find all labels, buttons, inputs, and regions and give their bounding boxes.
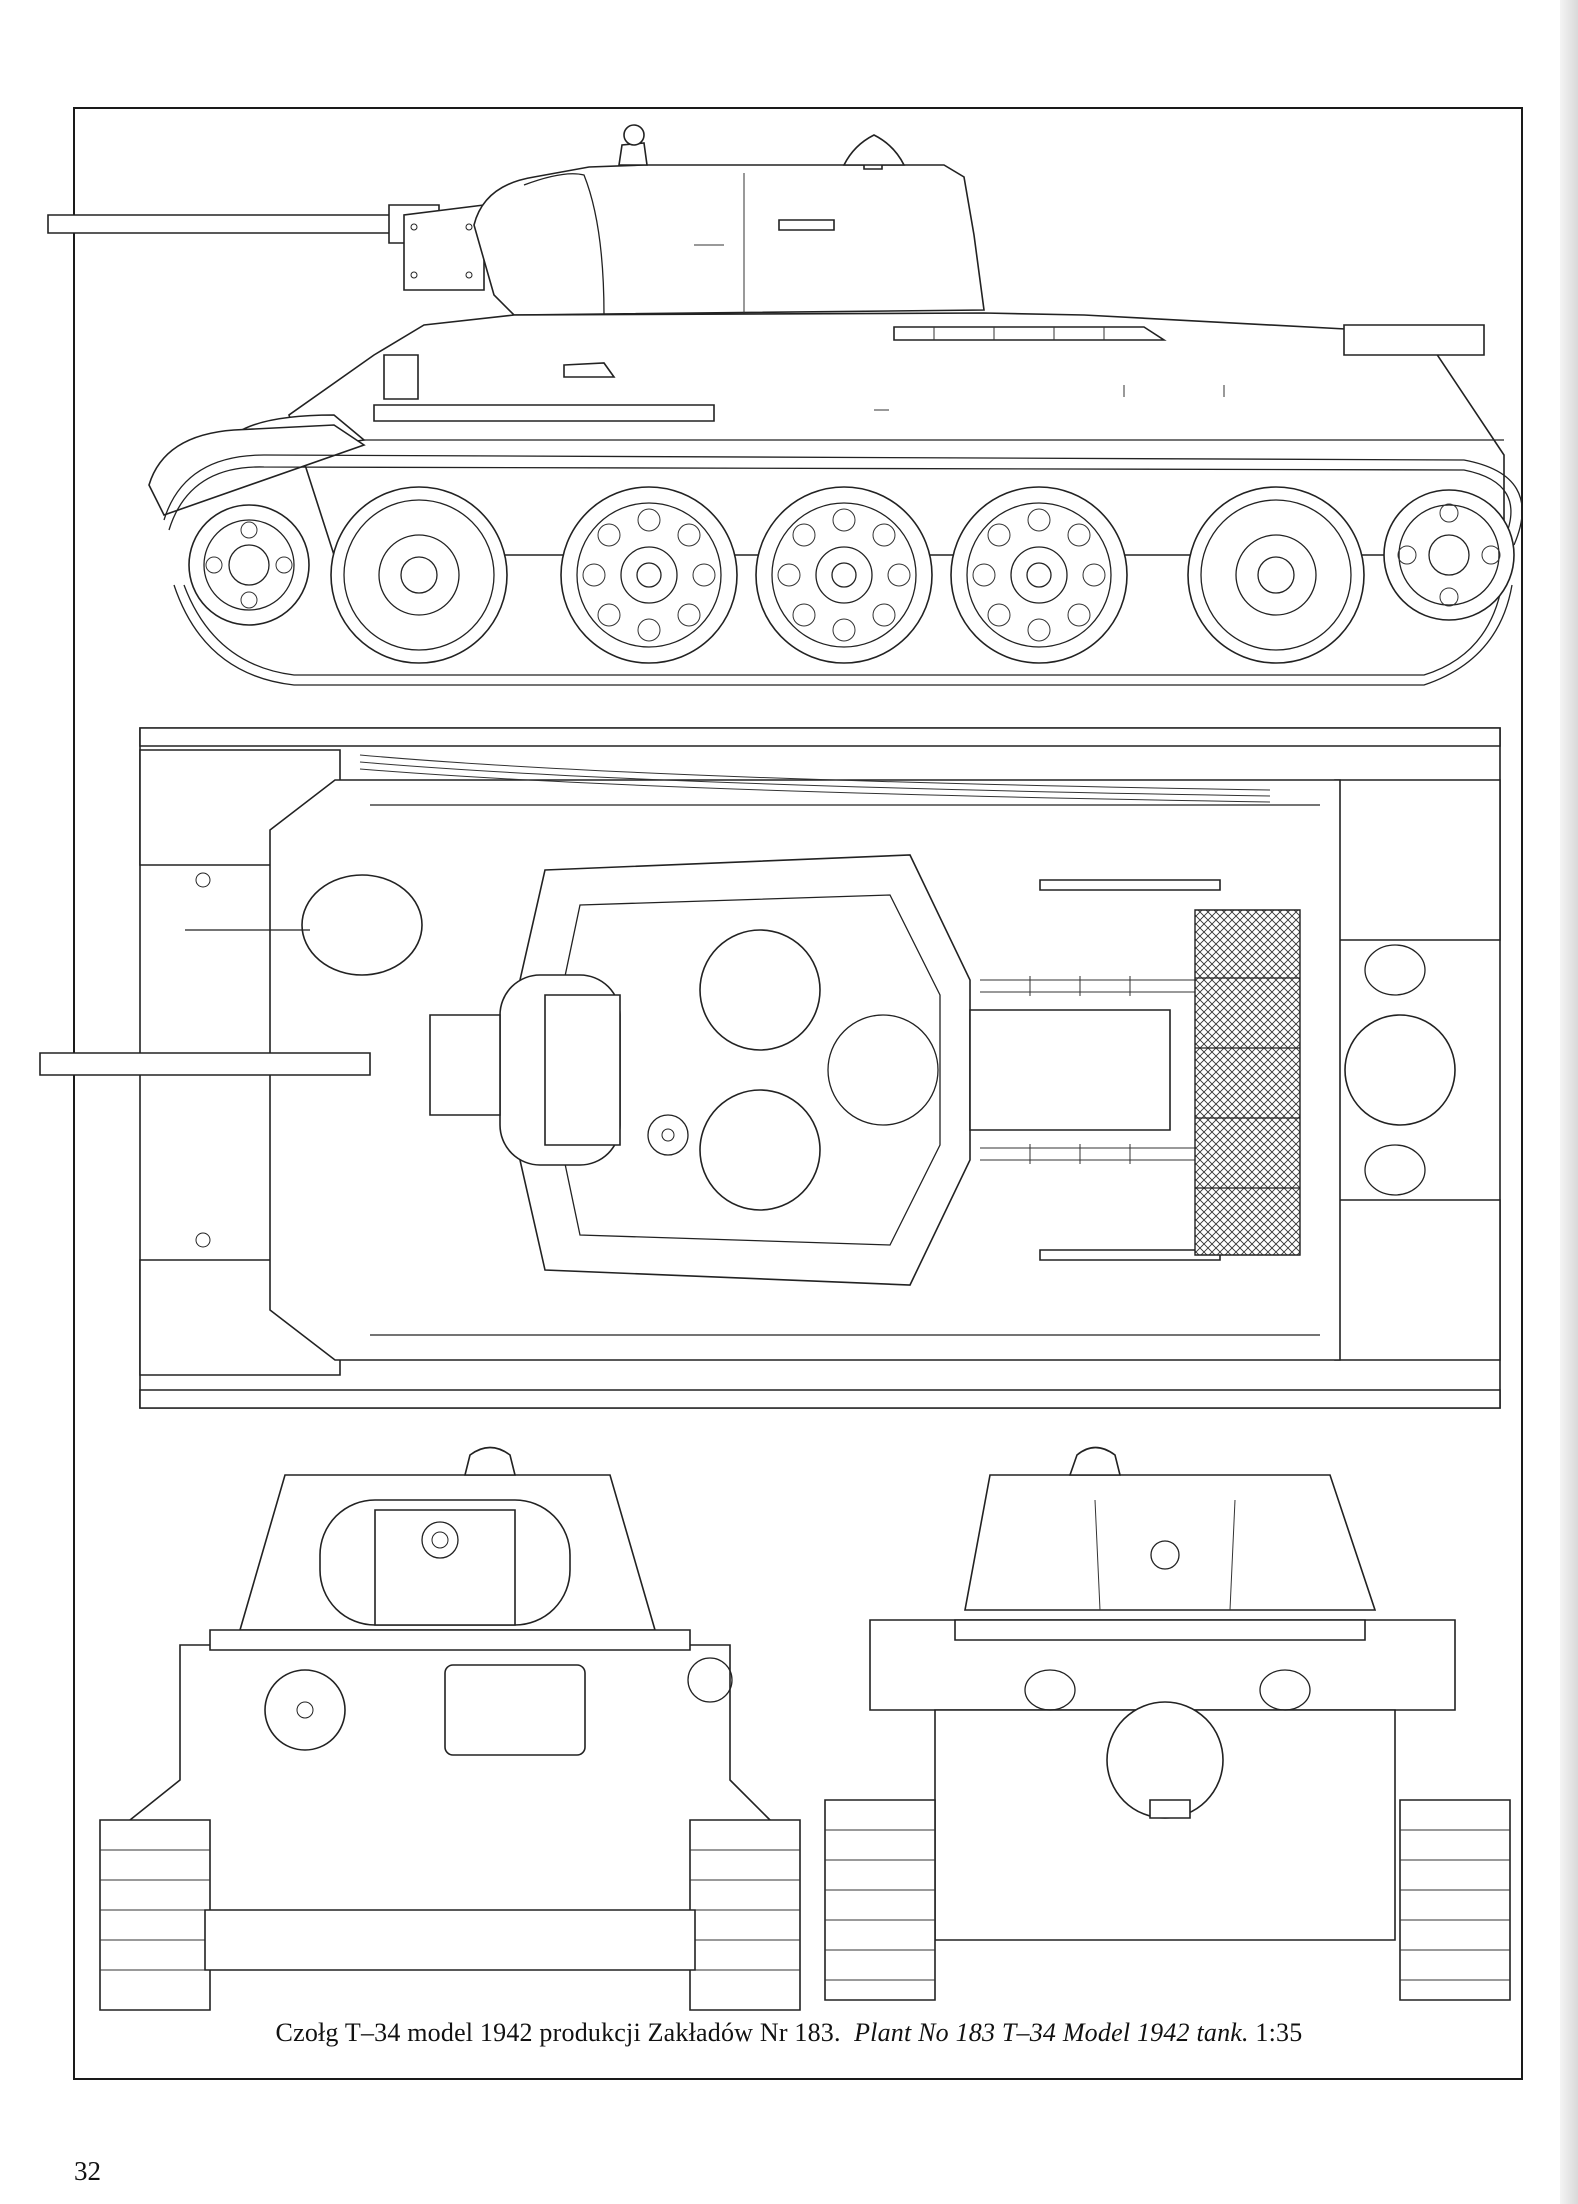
rear-left-box xyxy=(1335,780,1500,940)
top-view xyxy=(40,720,1520,1410)
rear-left-track xyxy=(825,1800,935,2000)
radiator-grille xyxy=(1195,910,1300,1255)
commander-hatch xyxy=(700,930,820,1050)
turret-periscope xyxy=(619,143,647,165)
road-wheel xyxy=(756,487,932,663)
rear-view xyxy=(815,1420,1515,2010)
figure-caption: Czołg T–34 model 1942 produkcji Zakładów… xyxy=(0,2018,1578,2048)
gun-mantlet xyxy=(404,205,484,290)
side-view xyxy=(44,115,1524,705)
road-wheel xyxy=(561,487,737,663)
rear-stowage-box xyxy=(1344,325,1484,355)
idler-wheel xyxy=(189,505,309,625)
caption-polish: Czołg T–34 model 1942 produkcji Zakładów… xyxy=(275,2018,841,2047)
page-number: 32 xyxy=(74,2156,101,2186)
driver-hatch xyxy=(302,875,422,975)
engine-louvres xyxy=(980,976,1200,1164)
tow-cable xyxy=(360,755,1270,790)
right-track xyxy=(690,1820,800,2010)
loader-hatch xyxy=(700,1090,820,1210)
caption-english: Plant No 183 T–34 Model 1942 tank. xyxy=(854,2018,1249,2047)
page-spine-shadow xyxy=(1560,0,1578,2204)
front-view xyxy=(90,1420,810,2010)
turret xyxy=(474,165,984,315)
engine-access-hatch xyxy=(970,1010,1170,1130)
ventilator-dome xyxy=(828,1015,938,1125)
road-wheel xyxy=(1188,487,1364,663)
drawing-frame xyxy=(73,107,1523,2080)
track-top-run xyxy=(164,455,1522,545)
gun-barrel-top xyxy=(40,1053,370,1075)
road-wheel xyxy=(331,487,507,663)
track-bottom-run xyxy=(174,585,1512,685)
caption-scale: 1:35 xyxy=(1255,2018,1303,2047)
left-track xyxy=(100,1820,210,2010)
transmission-hatch xyxy=(1345,1015,1455,1125)
drive-sprocket xyxy=(1384,490,1514,620)
rear-right-box xyxy=(1335,1200,1500,1360)
driver-hatch-front xyxy=(445,1665,585,1755)
front-fender xyxy=(149,425,364,515)
gun-barrel xyxy=(48,215,418,233)
road-wheel xyxy=(951,487,1127,663)
rear-right-track xyxy=(1400,1800,1510,2000)
